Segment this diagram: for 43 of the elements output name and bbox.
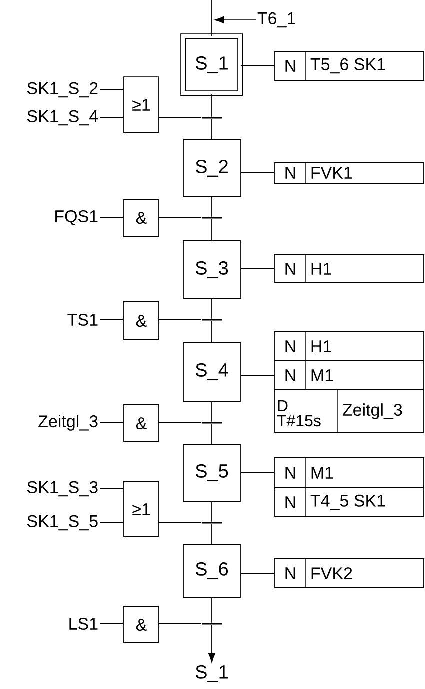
action-box: N T5_6 SK1 [274,51,424,81]
signal-label: SK1_S_4 [27,110,98,126]
connector-line [100,522,124,524]
step-box: S_6 [183,544,241,598]
action-box: N M1 [274,458,424,488]
signal-label: FQS1 [56,210,98,226]
step-box: S_3 [183,240,241,300]
arrow [214,16,256,24]
connector-line [100,488,124,490]
connector-line [240,472,275,474]
logic-gate-box: & [124,404,160,442]
action-box: N FVK1 [274,162,424,184]
connector-line [240,573,275,574]
signal-label: T6_1 [258,12,296,28]
connector-line [100,422,124,424]
signal-label: SK1_S_2 [27,82,98,98]
connector-line [159,422,202,424]
connector-line [240,375,275,376]
action-box: N T4_5 SK1 [274,488,424,518]
logic-gate-box: & [124,606,160,644]
connector-line [159,522,202,524]
action-box: D T#15s Zeitgl_3 [274,390,424,434]
connector-line [240,172,275,174]
step-box: S_5 [183,444,241,502]
initial-step-box: S_1 [180,34,244,96]
logic-gate-box: ≥1 [124,482,160,538]
signal-label: Zeitgl_3 [38,415,98,431]
arrow [208,624,216,663]
logic-gate-box: & [124,199,160,237]
signal-label: LS1 [70,618,98,630]
signal-label: SK1_S_5 [27,515,98,531]
logic-gate-box: ≥1 [124,76,160,134]
connector-line [240,268,275,270]
step-box: S_2 [183,140,241,198]
logic-gate-box: & [124,302,160,340]
action-box: N M1 [274,360,424,390]
action-box: N H1 [274,332,424,362]
action-box: N FVK2 [274,558,424,588]
signal-label: SK1_S_3 [27,481,98,497]
step-box: S_4 [183,342,241,402]
action-box: N H1 [274,254,424,284]
signal-label: TS1 [68,314,98,326]
jump-target-label: S_1 [196,665,228,682]
